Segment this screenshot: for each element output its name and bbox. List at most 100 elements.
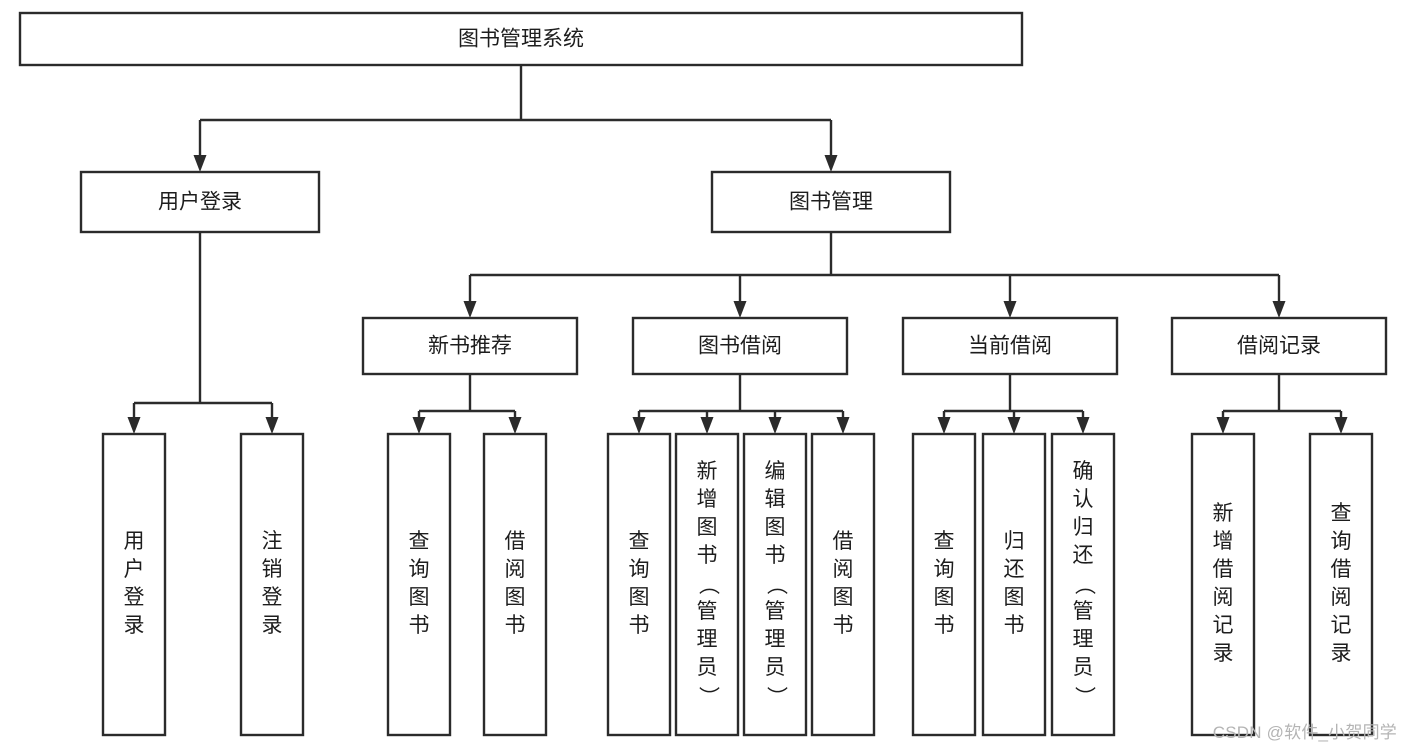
node-label-char: 查 — [409, 530, 430, 553]
arrow-head-icon — [1003, 301, 1017, 318]
node-label-char: 阅 — [505, 558, 526, 581]
arrow-head-icon — [1272, 301, 1286, 318]
node-label-char: 确 — [1073, 460, 1094, 483]
node-label-char: 员 — [697, 656, 718, 679]
node-label-char: 查 — [934, 530, 955, 553]
node-label: 图书管理系统 — [458, 28, 584, 51]
node-label-char: 还 — [1004, 558, 1025, 581]
node-box — [674, 432, 740, 737]
node-level2-1[interactable]: 图书管理 — [710, 170, 952, 234]
node-label-char: （ — [764, 574, 787, 595]
node-label-char: （ — [1072, 574, 1095, 595]
node-label-char: 户 — [124, 558, 145, 581]
node-label: 用户登录 — [158, 191, 242, 214]
arrow-head-icon — [412, 417, 426, 434]
node-label-char: 理 — [765, 628, 786, 651]
node-label-char: 注 — [262, 530, 283, 553]
arrow-head-icon — [1076, 417, 1090, 434]
arrow-head-icon — [193, 155, 207, 172]
node-label-char: 书 — [833, 614, 854, 637]
node-label-char: 销 — [262, 558, 283, 581]
node-label-char: 图 — [505, 586, 526, 609]
node-box — [606, 432, 672, 737]
node-label: 图书管理 — [789, 191, 873, 214]
node-label-char: 图 — [409, 586, 430, 609]
node-label-char: ） — [764, 686, 787, 707]
arrow-head-icon — [265, 417, 279, 434]
node-box — [1308, 432, 1374, 737]
node-box — [901, 316, 1119, 376]
node-leaf-0[interactable]: 用户登录 — [101, 432, 167, 737]
node-label-char: （ — [696, 574, 719, 595]
node-label-char: 书 — [629, 614, 650, 637]
arrow-head-icon — [463, 301, 477, 318]
arrow-head-icon — [937, 417, 951, 434]
node-label-char: 阅 — [1331, 586, 1352, 609]
node-root-0[interactable]: 图书管理系统 — [18, 11, 1024, 67]
node-label-char: 新 — [697, 460, 718, 483]
node-label-char: 辑 — [765, 488, 786, 511]
node-label-char: 书 — [1004, 614, 1025, 637]
node-label-char: 用 — [124, 530, 145, 553]
node-label-char: 录 — [1331, 642, 1352, 665]
node-label-char: 归 — [1073, 516, 1094, 539]
arrow-head-icon — [824, 155, 838, 172]
node-label-char: 询 — [409, 558, 430, 581]
arrow-head-icon — [1007, 417, 1021, 434]
node-level3-2[interactable]: 当前借阅 — [901, 316, 1119, 376]
node-label-char: 阅 — [833, 558, 854, 581]
node-label-char: 书 — [765, 544, 786, 567]
node-label-char: 借 — [1331, 558, 1352, 581]
node-label-char: 询 — [934, 558, 955, 581]
node-box — [631, 316, 849, 376]
node-label-char: 理 — [1073, 628, 1094, 651]
node-label-char: ） — [696, 686, 719, 707]
arrow-head-icon — [127, 417, 141, 434]
arrow-head-icon — [768, 417, 782, 434]
node-label-char: 书 — [505, 614, 526, 637]
node-label-char: 认 — [1073, 488, 1094, 511]
node-level3-1[interactable]: 图书借阅 — [631, 316, 849, 376]
node-label-char: 归 — [1004, 530, 1025, 553]
node-box — [101, 432, 167, 737]
node-label-char: 增 — [697, 488, 718, 511]
node-box — [239, 432, 305, 737]
csdn-watermark: CSDN @软件_小贺同学 — [1212, 723, 1397, 742]
node-level2-0[interactable]: 用户登录 — [79, 170, 321, 234]
node-label-char: 员 — [765, 656, 786, 679]
node-label-char: 图 — [1004, 586, 1025, 609]
node-label-char: 询 — [629, 558, 650, 581]
node-label-char: 借 — [833, 530, 854, 553]
arrow-head-icon — [632, 417, 646, 434]
node-label-char: 员 — [1073, 656, 1094, 679]
node-label-char: 管 — [1073, 600, 1094, 623]
node-label-char: 图 — [629, 586, 650, 609]
node-label-char: 借 — [505, 530, 526, 553]
node-label-char: ） — [1072, 686, 1095, 707]
node-box — [710, 170, 952, 234]
node-label-char: 查 — [629, 530, 650, 553]
node-label-char: 书 — [934, 614, 955, 637]
node-label-char: 借 — [1213, 558, 1234, 581]
node-box — [18, 11, 1024, 67]
node-box — [742, 432, 808, 737]
node-label-char: 阅 — [1213, 586, 1234, 609]
node-level3-0[interactable]: 新书推荐 — [361, 316, 579, 376]
node-box — [361, 316, 579, 376]
node-label-char: 图 — [934, 586, 955, 609]
node-label: 新书推荐 — [428, 335, 512, 358]
node-level3-3[interactable]: 借阅记录 — [1170, 316, 1388, 376]
